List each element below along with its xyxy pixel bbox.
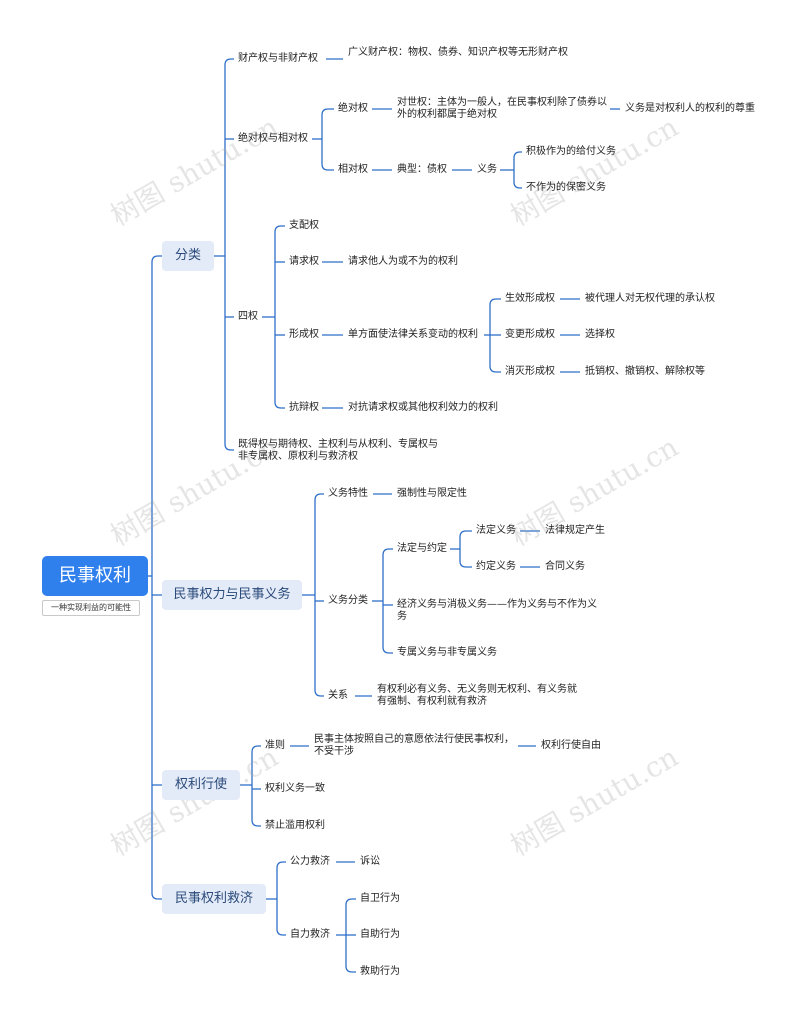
node-claim-detail[interactable]: 请求他人为或不为的权利 [348, 256, 458, 267]
node-public-remedy-detail[interactable]: 诉讼 [360, 856, 380, 867]
node-economy-duty[interactable]: 经济义务与消极义务——作为义务与不作为义务 [397, 599, 597, 622]
node-traits[interactable]: 义务特性 [328, 488, 368, 499]
node-dominate[interactable]: 支配权 [289, 220, 319, 231]
node-classify[interactable]: 分类 [162, 241, 214, 271]
node-relation[interactable]: 关系 [328, 690, 348, 701]
node-duty-negative[interactable]: 不作为的保密义务 [526, 182, 606, 193]
node-formation-detail[interactable]: 单方面使法律关系变动的权利 [348, 329, 478, 340]
node-relative-typical[interactable]: 典型：债权 [397, 164, 447, 175]
connector [224, 256, 234, 451]
node-property[interactable]: 财产权与非财产权 [238, 53, 318, 64]
node-four[interactable]: 四权 [238, 311, 258, 322]
connector [274, 225, 285, 317]
connector [251, 745, 261, 785]
connector [151, 576, 162, 900]
root-node[interactable]: 民事权利 [42, 556, 148, 596]
node-extinct[interactable]: 消灭形成权 [505, 366, 555, 377]
node-agreed-duty[interactable]: 约定义务 [476, 561, 516, 572]
node-property-detail[interactable]: 广义财产权：物权、债券、知识产权等无形财产权 [348, 47, 568, 58]
connector [274, 317, 285, 409]
node-exclusive-duty[interactable]: 专属义务与非专属义务 [397, 647, 497, 658]
connector [382, 601, 393, 654]
node-legal-duty-detail[interactable]: 法律规定产生 [545, 525, 605, 536]
connector [321, 108, 334, 139]
node-self-remedy-item[interactable]: 自助行为 [360, 929, 400, 940]
node-kinds[interactable]: 义务分类 [328, 595, 368, 606]
node-change[interactable]: 变更形成权 [505, 329, 555, 340]
connector [345, 935, 356, 973]
node-legal-agreed[interactable]: 法定与约定 [397, 543, 447, 554]
connector [345, 898, 356, 935]
node-absrel[interactable]: 绝对权与相对权 [238, 133, 308, 144]
node-self-remedy-item[interactable]: 救助行为 [360, 966, 400, 977]
connector [314, 493, 324, 595]
node-principle[interactable]: 准则 [265, 740, 285, 751]
node-abuse[interactable]: 禁止滥用权利 [265, 820, 325, 831]
connector [489, 298, 501, 335]
node-remedy[interactable]: 民事权利救济 [162, 884, 266, 914]
node-defense[interactable]: 抗辩权 [289, 402, 319, 413]
connector [314, 595, 324, 697]
node-effect[interactable]: 生效形成权 [505, 293, 555, 304]
node-absolute-detail2[interactable]: 义务是对权利人的权利的尊重 [625, 103, 755, 114]
node-absolute-detail[interactable]: 对世权：主体为一般人，在民事权利除了债券以外的权利都属于绝对权 [397, 97, 607, 120]
connector [224, 58, 234, 256]
node-duty[interactable]: 民事权力与民事义务 [162, 580, 302, 610]
node-traits-detail[interactable]: 强制性与限定性 [397, 488, 467, 499]
node-duty-positive[interactable]: 积极作为的给付义务 [526, 146, 616, 157]
node-effect-detail[interactable]: 被代理人对无权代理的承认权 [585, 293, 715, 304]
connector [251, 785, 261, 827]
connector [151, 255, 162, 576]
node-self-remedy[interactable]: 自力救济 [290, 929, 330, 940]
connector [459, 549, 472, 568]
connector [513, 170, 522, 189]
node-change-detail[interactable]: 选择权 [585, 329, 615, 340]
node-self-remedy-item[interactable]: 自卫行为 [360, 893, 400, 904]
node-relative[interactable]: 相对权 [338, 164, 368, 175]
connector [513, 151, 522, 170]
node-public-remedy[interactable]: 公力救济 [290, 856, 330, 867]
node-other-kinds[interactable]: 既得权与期待权、主权利与从权利、专属权与非专属权、原权利与救济权 [238, 439, 438, 462]
connector [276, 861, 286, 899]
root-note: 一种实现利益的可能性 [42, 600, 140, 616]
node-consistent[interactable]: 权利义务一致 [265, 783, 325, 794]
node-agreed-duty-detail[interactable]: 合同义务 [545, 561, 585, 572]
node-defense-detail[interactable]: 对抗请求权或其他权利效力的权利 [348, 402, 498, 413]
connector [382, 548, 393, 601]
node-exercise[interactable]: 权利行使 [162, 770, 240, 800]
node-relative-duty[interactable]: 义务 [477, 164, 497, 175]
connector [489, 335, 501, 373]
node-claim[interactable]: 请求权 [289, 256, 319, 267]
node-absolute[interactable]: 绝对权 [338, 103, 368, 114]
connector [459, 530, 472, 549]
connector [276, 899, 286, 936]
connector [321, 139, 334, 171]
node-formation[interactable]: 形成权 [289, 329, 319, 340]
node-legal-duty[interactable]: 法定义务 [476, 525, 516, 536]
node-principle-detail2[interactable]: 权利行使自由 [541, 740, 601, 751]
node-principle-detail[interactable]: 民事主体按照自己的意愿依法行使民事权利，不受干涉 [314, 734, 514, 757]
node-relation-detail[interactable]: 有权利必有义务、无义务则无权利、有义务就有强制、有权利就有救济 [377, 684, 577, 707]
node-extinct-detail[interactable]: 抵销权、撤销权、解除权等 [585, 366, 705, 377]
